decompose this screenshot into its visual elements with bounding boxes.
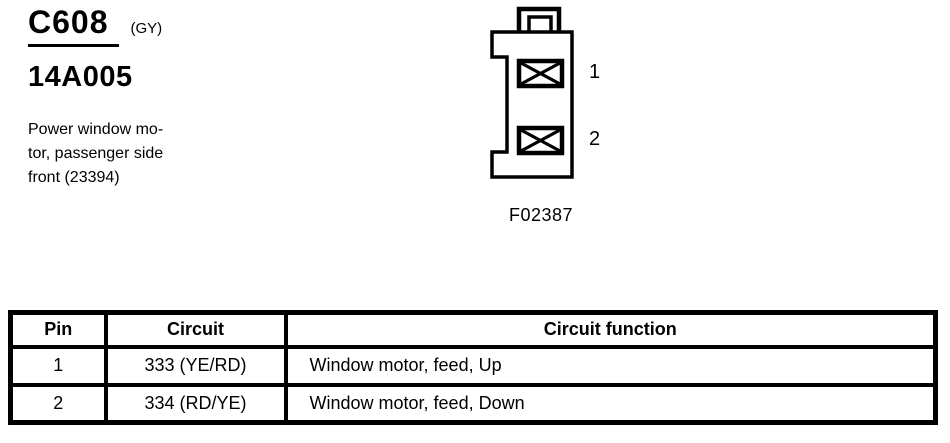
- column-header-pin: Pin: [8, 310, 108, 349]
- connector-diagram: [490, 6, 574, 179]
- connector-id-block: C608 (GY) 14A005 Power window mo- tor, pa…: [28, 6, 163, 190]
- table-row: 1 333 (YE/RD) Window motor, feed, Up: [8, 344, 938, 387]
- pin-cell: 1: [8, 344, 108, 387]
- connector-color-code: (GY): [130, 20, 163, 37]
- circuit-function-cell: Window motor, feed, Down: [283, 382, 938, 425]
- connector-id-line: C608 (GY): [28, 6, 163, 47]
- pin-circuit-table: Pin Circuit Circuit function 1 333 (YE/R…: [8, 310, 938, 425]
- latch-outer: [516, 6, 562, 35]
- pin-1-label: 1: [589, 61, 601, 83]
- latch-inner: [527, 15, 553, 34]
- table-header-row: Pin Circuit Circuit function: [8, 310, 938, 349]
- circuit-cell: 333 (YE/RD): [103, 344, 288, 387]
- pin-2-label: 2: [589, 128, 601, 150]
- column-header-circuit-function: Circuit function: [283, 310, 938, 349]
- part-number: 14A005: [28, 61, 133, 93]
- column-header-circuit: Circuit: [103, 310, 288, 349]
- pin-cell: 2: [8, 382, 108, 425]
- pin-cavity-1: [516, 58, 565, 89]
- connector-id: C608: [28, 6, 119, 47]
- circuit-function-cell: Window motor, feed, Up: [283, 344, 938, 387]
- figure-caption: F02387: [509, 205, 574, 225]
- table-row: 2 334 (RD/YE) Window motor, feed, Down: [8, 382, 938, 425]
- circuit-cell: 334 (RD/YE): [103, 382, 288, 425]
- connector-description: Power window mo- tor, passenger side fro…: [28, 121, 164, 186]
- pin-cavity-2: [516, 125, 565, 156]
